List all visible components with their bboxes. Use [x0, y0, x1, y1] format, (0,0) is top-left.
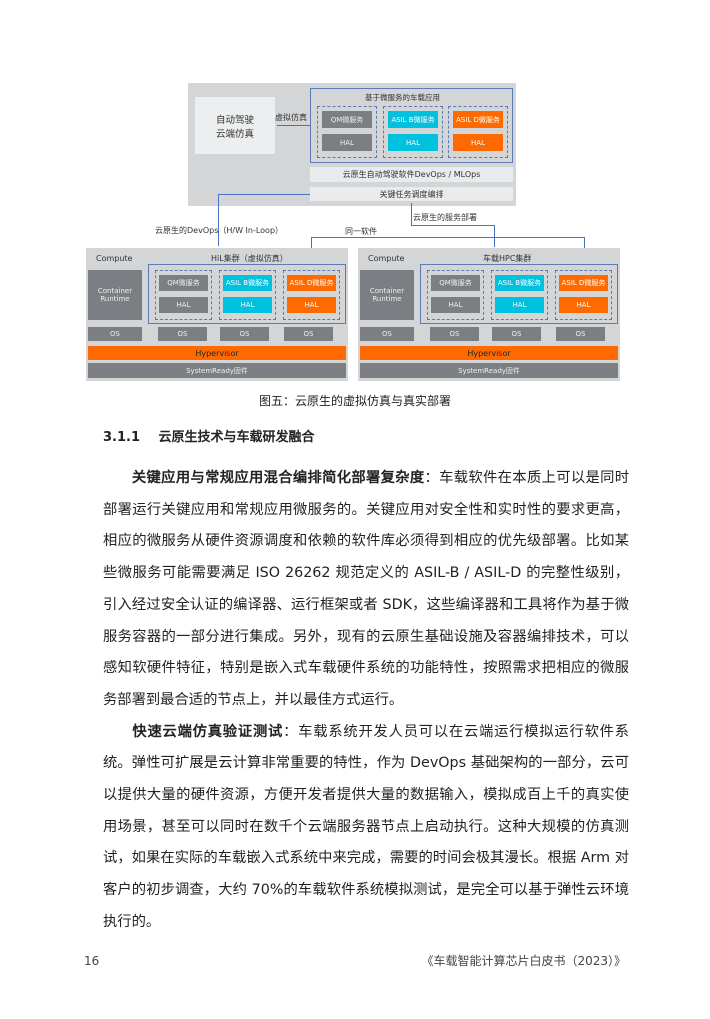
os-box: OS [492, 327, 541, 341]
connector [311, 237, 584, 238]
hal-box: HAL [388, 134, 438, 151]
qm-service: QM微服务 [159, 275, 208, 291]
hil-devops-label: 云原生的DevOps（H/W In-Loop） [155, 226, 284, 235]
book-title: 《车载智能计算芯片白皮书（2023）》 [421, 953, 626, 968]
container-runtime: Container Runtime [360, 270, 414, 320]
page-number: 16 [84, 953, 100, 968]
service-group [555, 270, 612, 320]
hal-box: HAL [559, 297, 608, 313]
asil-d-service: ASIL D微服务 [453, 111, 503, 128]
section-title: 云原生技术与车载研发融合 [158, 430, 315, 445]
hal-box: HAL [159, 297, 208, 313]
hal-box: HAL [322, 134, 372, 151]
qm-service: QM微服务 [322, 111, 372, 128]
hal-box: HAL [223, 297, 272, 313]
scheduling-bar: 关键任务调度编排 [310, 187, 513, 201]
asil-b-service: ASIL B微服务 [388, 111, 438, 128]
service-deploy-label: 云原生的服务部署 [413, 213, 477, 222]
paragraph-body: ：车载系统开发人员可以在云端运行模拟运行软件系统。弹性可扩展是云计算非常重要的特… [103, 723, 630, 930]
paragraph-lead: 关键应用与常规应用混合编排简化部署复杂度 [131, 470, 425, 486]
section-number: 3.1.1 [103, 430, 141, 445]
hal-box: HAL [431, 297, 480, 313]
os-box: OS [88, 327, 142, 341]
cloud-simulation-box: 自动驾驶 云端仿真 [195, 97, 275, 154]
arrow-line [277, 125, 310, 126]
paragraph-lead: 快速云端仿真验证测试 [131, 723, 284, 740]
hal-box: HAL [453, 134, 503, 151]
compute-label: Compute [368, 254, 405, 263]
qm-service: QM微服务 [431, 275, 480, 291]
connector [494, 225, 495, 247]
service-group [427, 270, 484, 320]
paragraph-body: ：车载软件在本质上可以是同时部署运行关键应用和常规应用微服务的。关键应用对安全性… [103, 470, 630, 708]
connector [218, 194, 310, 195]
virtual-sim-label: 虚拟仿真 [275, 113, 307, 122]
hypervisor-bar: Hypervisor [360, 346, 618, 360]
os-box: OS [158, 327, 207, 341]
cluster-title: HiL集群（虚拟仿真） [211, 254, 288, 263]
asil-d-service: ASIL D微服务 [559, 275, 608, 291]
service-group [219, 270, 276, 320]
connector [411, 225, 494, 226]
figure-caption: 图五：云原生的虚拟仿真与真实部署 [258, 394, 451, 408]
same-software-label: 同一软件 [345, 227, 377, 236]
compute-label: Compute [96, 254, 133, 263]
service-group [317, 106, 377, 158]
paragraph: 关键应用与常规应用混合编排简化部署复杂度：车载软件在本质上可以是同时部署运行关键… [103, 463, 629, 717]
paragraph: 快速云端仿真验证测试：车载系统开发人员可以在云端运行模拟运行软件系统。弹性可扩展… [103, 717, 629, 939]
section-heading: 3.1.1 云原生技术与车载研发融合 [103, 429, 710, 447]
asil-b-service: ASIL B微服务 [495, 275, 544, 291]
os-box: OS [360, 327, 414, 341]
vehicle-app-group [310, 88, 513, 163]
cluster-service-group [148, 264, 346, 324]
service-group [491, 270, 548, 320]
devops-bar: 云原生自动驾驶软件DevOps / MLOps [310, 167, 513, 182]
cluster-service-group [420, 264, 618, 324]
container-runtime: Container Runtime [88, 270, 142, 320]
connector [411, 203, 412, 225]
os-box: OS [220, 327, 269, 341]
hal-box: HAL [287, 297, 336, 313]
page-footer: 16 《车载智能计算芯片白皮书（2023）》 [0, 939, 710, 1019]
os-box: OS [430, 327, 479, 341]
systemready-firmware-bar: SystemReady固件 [360, 363, 618, 378]
os-box: OS [556, 327, 605, 341]
hal-box: HAL [495, 297, 544, 313]
service-group [155, 270, 212, 320]
architecture-diagram: 自动驾驶 云端仿真 虚拟仿真 基于微服务的车载应用 QM微服务 HAL ASIL B… [0, 0, 710, 390]
cluster-title: 车载HPC集群 [483, 254, 532, 263]
asil-d-service: ASIL D微服务 [287, 275, 336, 291]
systemready-firmware-bar: SystemReady固件 [88, 363, 346, 378]
asil-b-service: ASIL B微服务 [223, 275, 272, 291]
connector [218, 194, 219, 246]
os-box: OS [284, 327, 333, 341]
service-group [448, 106, 508, 158]
service-group [283, 270, 340, 320]
hypervisor-bar: Hypervisor [88, 346, 346, 360]
service-group [383, 106, 443, 158]
vehicle-app-title: 基于微服务的车载应用 [365, 93, 440, 102]
